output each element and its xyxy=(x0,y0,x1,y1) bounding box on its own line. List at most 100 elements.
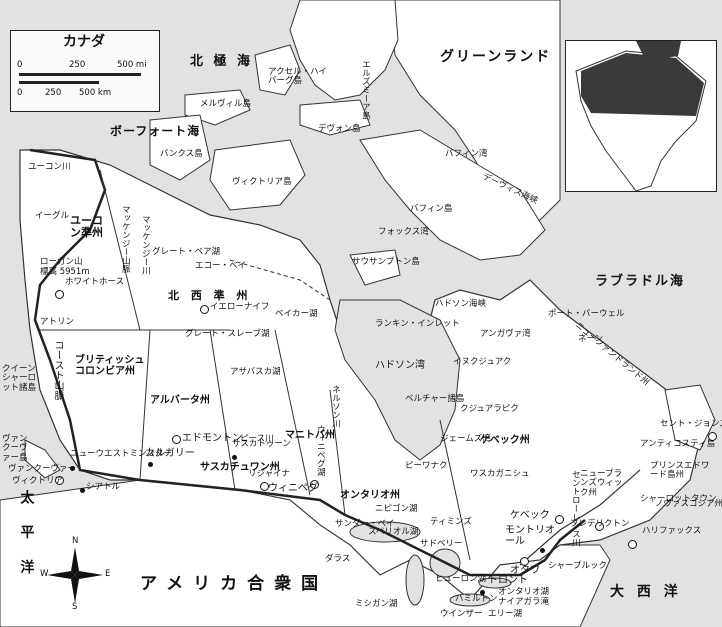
lake-ontario xyxy=(478,577,512,589)
lake-erie xyxy=(449,593,491,607)
label-halifax: ハリファックス xyxy=(642,526,702,536)
label-ungava-bay: アンガヴァ湾 xyxy=(480,329,531,339)
label-new-westminster: ニューウエストミンスター xyxy=(70,449,172,459)
capital-marker-fredericton xyxy=(595,522,604,531)
capital-marker-halifax xyxy=(628,540,637,549)
melville-island xyxy=(184,89,251,126)
inset-graphics xyxy=(575,41,707,191)
label-logan-elevation: 標高 5951m xyxy=(40,267,90,277)
scale-mi-500: 500 mi xyxy=(117,60,147,70)
label-greenland: グリーンランド xyxy=(440,49,552,65)
label-victoria: ヴィクトリア xyxy=(12,476,64,486)
label-coast-mountains: コースト山脈 xyxy=(52,340,63,400)
label-hudson-bay: ハドソン湾 xyxy=(375,360,425,371)
nunavut-line xyxy=(229,259,331,301)
label-windsor: ウインザー xyxy=(440,609,483,619)
provincial-borders xyxy=(40,169,471,561)
label-waskaganish: ワスカガニシュ xyxy=(470,469,530,479)
label-great-bear-lake: グレート・ベア湖 xyxy=(152,247,221,257)
label-melville-island: メルヴィル島 xyxy=(200,99,252,109)
label-baffin-bay: バフィン湾 xyxy=(445,149,488,159)
label-kuujjuarapik: クジュアラピク xyxy=(460,404,519,414)
label-saskatoon: サスカトゥーン xyxy=(232,439,291,449)
label-devon-island: デヴォン島 xyxy=(318,124,361,134)
label-yukon-river: ユーコン川 xyxy=(28,162,71,172)
scale-km-500: 500 km xyxy=(79,88,112,98)
label-beaufort-sea: ボーフォート海 xyxy=(110,124,201,138)
compass-e: E xyxy=(105,569,111,579)
capital-marker-regina xyxy=(260,482,269,491)
hudson-bay-water xyxy=(334,299,461,461)
label-quebec: ケベック州 xyxy=(480,435,530,446)
banks-island xyxy=(149,114,211,181)
scale-mi-0: 0 xyxy=(17,60,23,70)
label-st-johns: セント・ジョンズ xyxy=(660,419,722,429)
label-timmins: ティミンズ xyxy=(430,517,472,527)
label-belcher-islands: ベルチャー諸島 xyxy=(405,394,465,404)
axel-heiberg-island xyxy=(254,44,301,96)
label-echo-bay: エコー・ベイ xyxy=(195,261,247,271)
capital-marker-quebec-city xyxy=(555,515,564,524)
label-hudson-strait: ハドソン海峡 xyxy=(435,299,487,309)
compass-s: S xyxy=(72,602,78,612)
label-axel-heiberg: アクセル・ハイバーグ島 xyxy=(268,67,327,87)
label-baker-lake: ベイカー湖 xyxy=(275,309,318,319)
city-marker-calgary xyxy=(148,462,153,467)
label-ottawa: オタワ xyxy=(510,565,540,576)
label-eagle: イーグル xyxy=(35,211,70,221)
label-victoria-island: ヴィクトリア島 xyxy=(232,177,292,187)
label-nelson-river: ネルソン川 xyxy=(330,385,341,428)
label-usa: アメリカ合衆国 xyxy=(140,574,329,594)
label-seattle: シアトル xyxy=(86,482,121,492)
label-thunder-bay: サンダー・ベイ xyxy=(335,519,395,529)
label-sask: サスカチュワン州 xyxy=(200,462,280,473)
capital-marker-ottawa xyxy=(520,557,529,566)
label-atlin: アトリン xyxy=(40,317,75,327)
label-winnipeg: ウィニペグ xyxy=(268,483,318,494)
label-sudbury: サドベリー xyxy=(420,539,463,549)
locator-inset-map xyxy=(565,40,717,192)
label-peawanuck: ピーワナク xyxy=(405,461,448,471)
label-pei: プリンスエドワード島州 xyxy=(650,461,710,481)
label-nain: ネーン xyxy=(578,334,604,344)
capital-marker-st-johns xyxy=(708,432,717,441)
label-port-burwell: ポート・バーウェル xyxy=(548,309,625,319)
label-hamilton: ハミルトン xyxy=(455,594,498,604)
scale-legend: カナダ 0 250 500 mi 0 250 500 km xyxy=(10,30,160,112)
label-manitoba: マニトバ州 xyxy=(285,430,335,441)
label-yellowknife: イエローナイフ xyxy=(210,302,270,312)
label-mount-logan: ローガン山 xyxy=(40,257,83,267)
label-sherbrooke: シャーブルック xyxy=(548,561,607,571)
inset-greenland xyxy=(636,41,681,61)
label-baffin-island: バフィン島 xyxy=(410,204,453,214)
label-whitehorse: ホワイトホース xyxy=(65,277,125,287)
ellesmere-island xyxy=(289,0,399,101)
label-queen-charlotte: クイーンシャーロット諸島 xyxy=(2,364,37,393)
usa-landmass xyxy=(0,479,611,627)
capital-marker-winnipeg xyxy=(310,480,319,489)
compass-n: N xyxy=(72,536,79,546)
compass-w: W xyxy=(40,569,49,579)
label-banks-island: バンクス島 xyxy=(160,149,203,159)
label-fredericton: フレデリクトン xyxy=(570,519,630,529)
victoria-island xyxy=(209,139,306,211)
label-alberta: アルバータ州 xyxy=(150,395,210,406)
legend-title: カナダ xyxy=(63,34,105,50)
scale-km-bar xyxy=(19,81,99,84)
label-foxe-basin: フォックス湾 xyxy=(378,227,429,237)
southampton-island xyxy=(349,249,401,286)
capital-marker-whitehorse xyxy=(55,290,64,299)
city-marker-seattle xyxy=(80,488,85,493)
newfoundland-island xyxy=(664,384,716,451)
label-nwt: 北 西 準 州 xyxy=(168,289,252,302)
label-lake-michigan: ミシガン湖 xyxy=(355,599,398,609)
city-marker-saskatoon xyxy=(232,455,237,460)
lake-michigan xyxy=(405,554,425,606)
label-inukjuak: イヌクジュアク xyxy=(453,357,512,367)
label-regina: リジャイナ xyxy=(248,469,290,479)
label-peace-river: ピース川 xyxy=(240,434,274,444)
city-marker-vancouver xyxy=(70,466,75,471)
baffin-island xyxy=(359,129,546,261)
label-yukon: ユーコン準州 xyxy=(70,214,103,240)
label-labrador-sea: ラブラドル海 xyxy=(595,274,686,289)
